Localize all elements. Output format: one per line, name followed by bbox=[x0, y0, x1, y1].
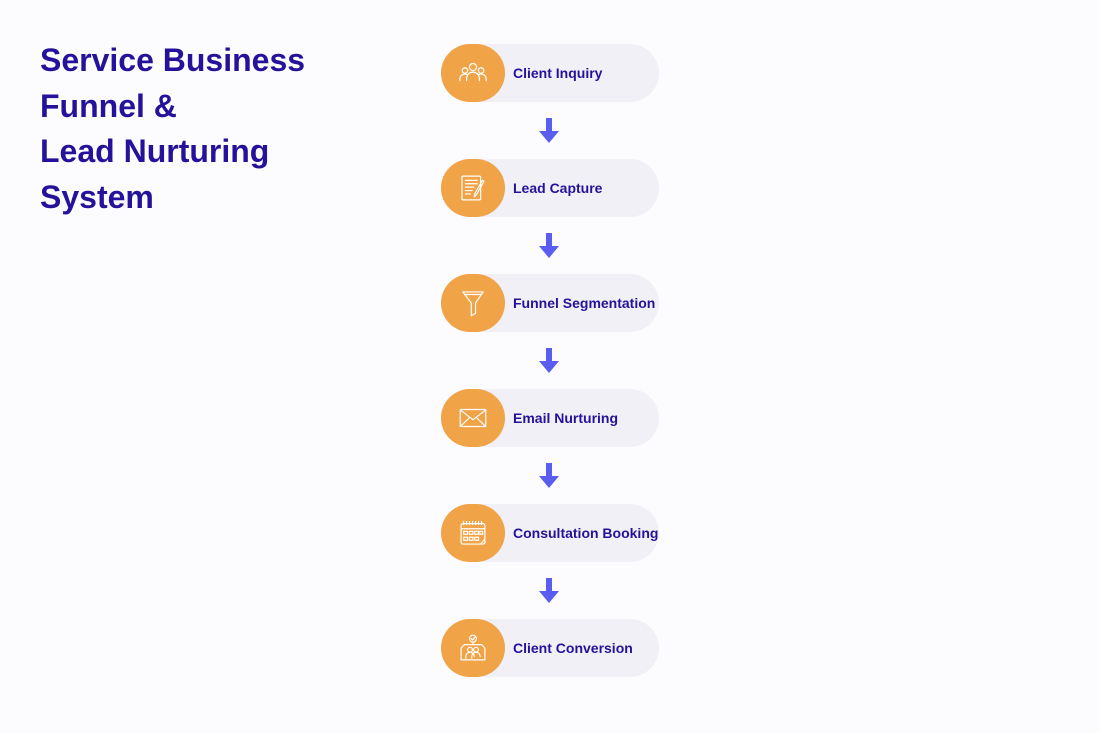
down-arrow-icon bbox=[538, 578, 560, 604]
down-arrow-icon bbox=[538, 233, 560, 259]
down-arrow-icon bbox=[538, 463, 560, 489]
step-client-inquiry: Client Inquiry bbox=[441, 44, 659, 102]
user-check-icon bbox=[441, 619, 505, 677]
funnel-icon bbox=[441, 274, 505, 332]
title-line-3: Lead Nurturing bbox=[40, 133, 270, 170]
step-client-conversion: Client Conversion bbox=[441, 619, 659, 677]
down-arrow-icon bbox=[538, 118, 560, 144]
title-line-4: System bbox=[40, 178, 154, 215]
step-consultation-booking: Consultation Booking bbox=[441, 504, 659, 562]
step-label: Lead Capture bbox=[513, 180, 603, 196]
calendar-icon bbox=[441, 504, 505, 562]
page-title: Service Business Funnel & Lead Nurturing… bbox=[40, 38, 370, 220]
envelope-icon bbox=[441, 389, 505, 447]
step-label: Funnel Segmentation bbox=[513, 295, 656, 311]
step-label: Email Nurturing bbox=[513, 410, 619, 426]
step-email-nurturing: Email Nurturing bbox=[441, 389, 659, 447]
people-group-icon bbox=[441, 44, 505, 102]
step-lead-capture: Lead Capture bbox=[441, 159, 659, 217]
step-funnel-segmentation: Funnel Segmentation bbox=[441, 274, 659, 332]
step-label: Client Conversion bbox=[513, 640, 633, 656]
step-label: Consultation Booking bbox=[513, 525, 659, 541]
title-line-1: Service Business bbox=[40, 42, 306, 78]
down-arrow-icon bbox=[538, 348, 560, 374]
funnel-flow: Client Inquiry Lead Capture bbox=[441, 44, 659, 684]
form-edit-icon bbox=[441, 159, 505, 217]
step-label: Client Inquiry bbox=[513, 65, 603, 81]
title-line-2: Funnel & bbox=[40, 87, 177, 124]
